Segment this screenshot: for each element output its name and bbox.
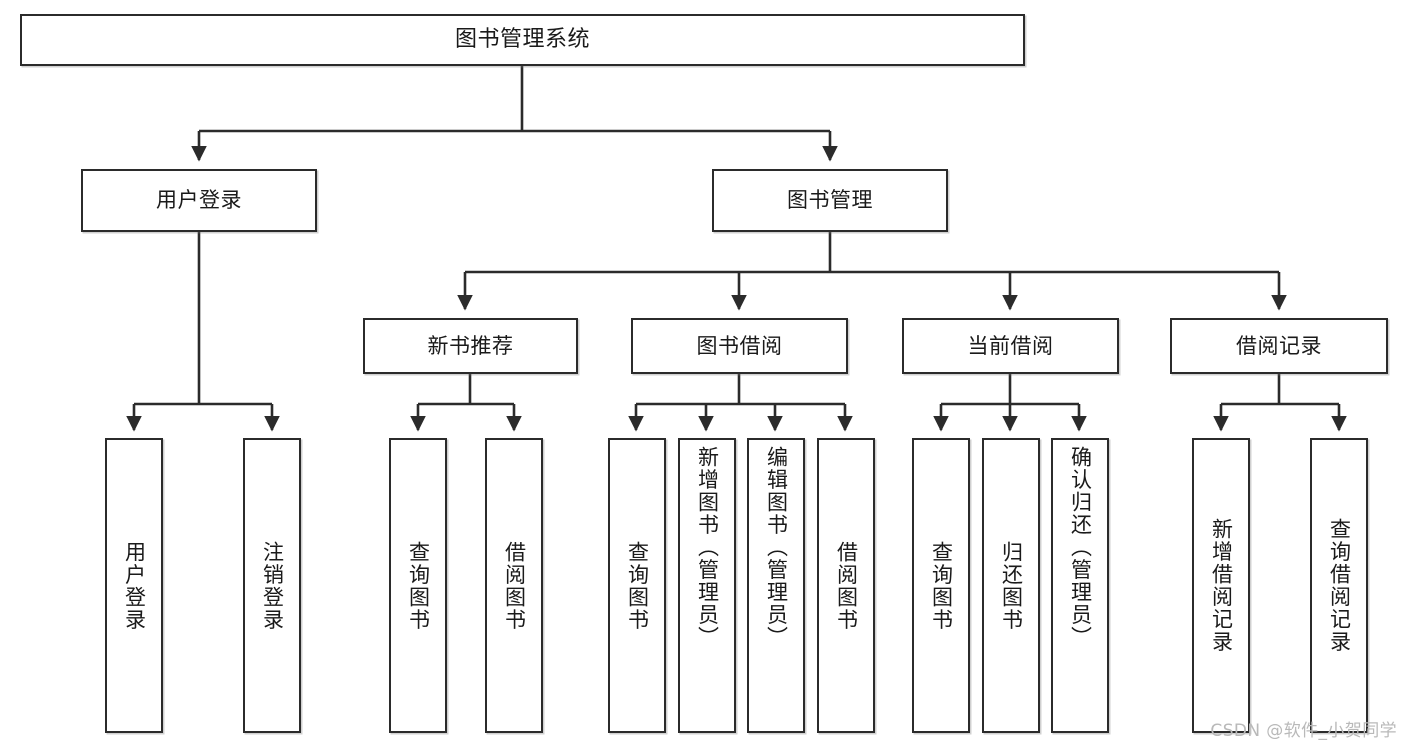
node-root-book-management-system[interactable]: 图书管理系统 <box>20 14 1025 66</box>
leaf-borrow-book-recommend[interactable]: 借阅图书 <box>485 438 543 733</box>
node-label: 新增图书（管理员） <box>695 446 720 649</box>
node-current-borrow[interactable]: 当前借阅 <box>902 318 1119 374</box>
node-label: 图书借阅 <box>696 333 783 358</box>
node-label: 用户登录 <box>122 540 147 631</box>
node-label: 新增借阅记录 <box>1209 518 1234 653</box>
node-label: 借阅图书 <box>834 540 859 631</box>
node-label: 查询图书 <box>929 540 954 631</box>
node-label: 编辑图书（管理员） <box>764 446 789 649</box>
watermark: CSDN @软件_小贺同学 <box>1210 721 1397 741</box>
node-book-management[interactable]: 图书管理 <box>712 169 948 232</box>
node-label: 借阅记录 <box>1236 333 1322 358</box>
node-new-book-recommend[interactable]: 新书推荐 <box>363 318 578 374</box>
node-label: 借阅图书 <box>502 540 527 631</box>
node-label: 用户登录 <box>156 188 242 213</box>
leaf-return-book[interactable]: 归还图书 <box>982 438 1040 733</box>
node-label: 查询图书 <box>625 540 650 631</box>
node-label: 确认归还（管理员） <box>1068 446 1093 649</box>
leaf-query-book-recommend[interactable]: 查询图书 <box>389 438 447 733</box>
leaf-user-login[interactable]: 用户登录 <box>105 438 163 733</box>
leaf-add-borrow-record[interactable]: 新增借阅记录 <box>1192 438 1250 733</box>
leaf-confirm-return-admin[interactable]: 确认归还（管理员） <box>1051 438 1109 733</box>
node-label: 归还图书 <box>999 540 1024 631</box>
node-book-borrow[interactable]: 图书借阅 <box>631 318 848 374</box>
leaf-query-borrow-record[interactable]: 查询借阅记录 <box>1310 438 1368 733</box>
node-label: 注销登录 <box>260 540 285 631</box>
node-label: 查询图书 <box>406 540 431 631</box>
node-label: 当前借阅 <box>967 333 1054 358</box>
leaf-query-book-borrow[interactable]: 查询图书 <box>608 438 666 733</box>
leaf-add-book-admin[interactable]: 新增图书（管理员） <box>678 438 736 733</box>
leaf-edit-book-admin[interactable]: 编辑图书（管理员） <box>747 438 805 733</box>
leaf-borrow-book[interactable]: 借阅图书 <box>817 438 875 733</box>
node-label: 新书推荐 <box>427 333 514 358</box>
node-borrow-record[interactable]: 借阅记录 <box>1170 318 1388 374</box>
node-label: 图书管理系统 <box>454 27 590 53</box>
node-label: 查询借阅记录 <box>1327 518 1352 653</box>
node-label: 图书管理 <box>787 188 873 213</box>
leaf-query-book-current[interactable]: 查询图书 <box>912 438 970 733</box>
node-user-login[interactable]: 用户登录 <box>81 169 317 232</box>
leaf-logout-login[interactable]: 注销登录 <box>243 438 301 733</box>
